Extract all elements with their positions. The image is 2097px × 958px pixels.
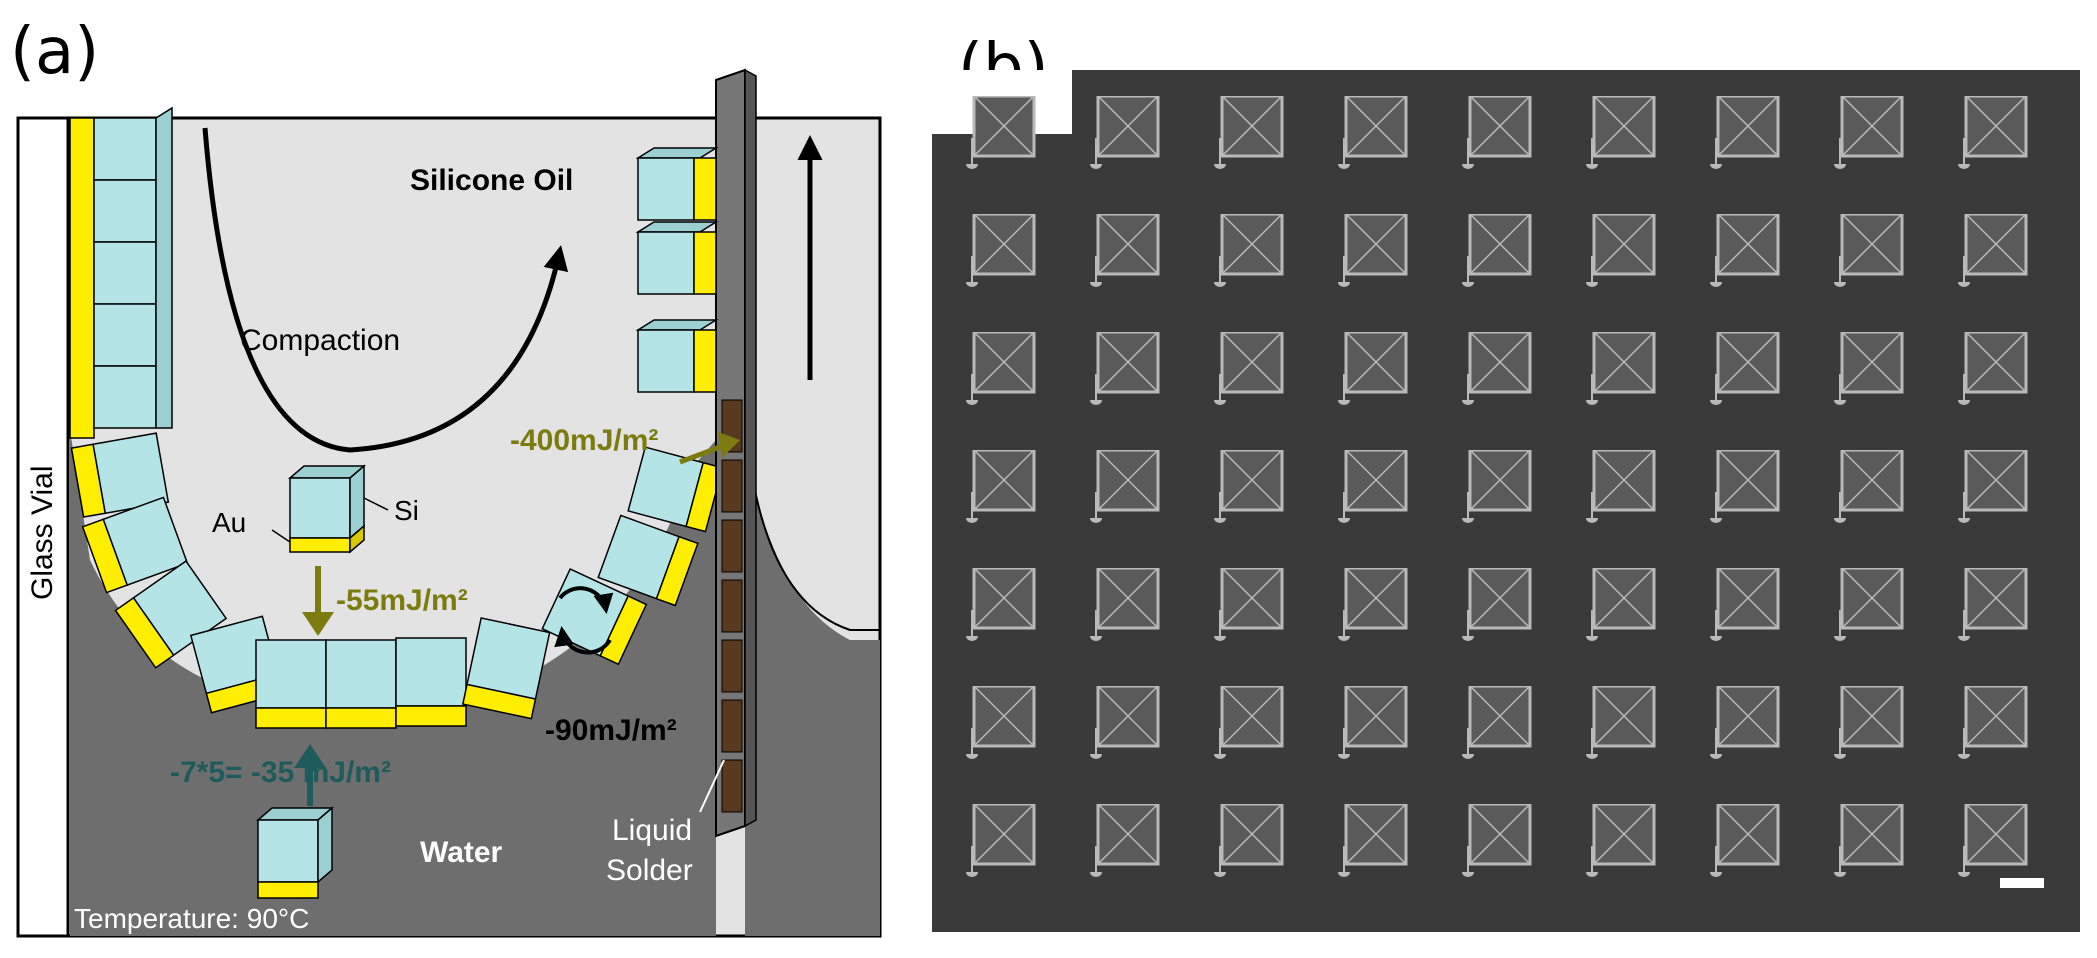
sem-pad xyxy=(1214,214,1284,287)
sem-pad xyxy=(1710,568,1780,641)
sem-pad xyxy=(1338,332,1408,405)
sem-pad xyxy=(1586,686,1656,759)
sem-pad xyxy=(1586,96,1656,169)
solder-plate xyxy=(715,68,757,838)
sem-pad xyxy=(1090,450,1160,523)
sem-pad xyxy=(1214,450,1284,523)
sem-pad xyxy=(1586,450,1656,523)
energy-55-label: -55mJ/m² xyxy=(336,584,468,617)
energy-400-label: -400mJ/m² xyxy=(510,424,658,457)
si-pointer xyxy=(363,497,389,511)
sem-pad xyxy=(1710,214,1780,287)
sem-pad xyxy=(1958,450,2028,523)
glass-vial-label: Glass Vial xyxy=(26,465,59,600)
sem-pad xyxy=(1834,450,1904,523)
sem-pad xyxy=(1834,568,1904,641)
arrow-400 xyxy=(679,441,729,465)
sem-pad xyxy=(1090,804,1160,877)
sem-pad xyxy=(966,450,1036,523)
glass-vial-wall xyxy=(16,116,70,938)
sem-pad xyxy=(966,332,1036,405)
sem-pad xyxy=(966,686,1036,759)
sem-pad xyxy=(1214,96,1284,169)
sem-pad xyxy=(1090,568,1160,641)
sem-pad xyxy=(1462,686,1532,759)
sem-pad xyxy=(1586,804,1656,877)
si-label: Si xyxy=(394,495,419,526)
sem-pad xyxy=(1958,804,2028,877)
rotation-arrow-top xyxy=(558,586,614,614)
sem-pad xyxy=(1958,568,2028,641)
sem-pad xyxy=(1834,686,1904,759)
rotation-arrow-bottom xyxy=(554,626,612,655)
sem-pad xyxy=(1338,214,1408,287)
energy-90-label: -90mJ/m² xyxy=(545,714,677,747)
sem-pad xyxy=(966,214,1036,287)
floating-cube xyxy=(287,464,367,554)
silicone-oil-label: Silicone Oil xyxy=(410,164,573,197)
sem-pad xyxy=(1586,568,1656,641)
sem-pad xyxy=(966,804,1036,877)
sem-pad xyxy=(1958,96,2028,169)
sem-pad xyxy=(1462,96,1532,169)
compaction-label: Compaction xyxy=(240,324,400,357)
sem-pad xyxy=(1958,686,2028,759)
energy-35-label: -7*5= -35 mJ/m² xyxy=(170,756,391,789)
water-label: Water xyxy=(420,836,503,869)
sem-pad xyxy=(1958,332,2028,405)
solder-pointer xyxy=(699,759,725,813)
cubes-on-plate xyxy=(635,147,719,393)
liquid-solder-label-line1: Liquid xyxy=(612,814,692,847)
panel-a-label: (a) xyxy=(10,15,100,89)
sem-pad xyxy=(1710,332,1780,405)
sem-pad xyxy=(1710,96,1780,169)
sem-pad xyxy=(1090,214,1160,287)
au-label: Au xyxy=(212,507,246,538)
schematic-diagram: Glass Vial xyxy=(16,68,882,938)
sem-pad xyxy=(1834,214,1904,287)
sem-pad xyxy=(1710,804,1780,877)
sem-pad xyxy=(1462,214,1532,287)
sem-pad xyxy=(1462,804,1532,877)
sem-pad xyxy=(1462,332,1532,405)
sem-pad xyxy=(1462,568,1532,641)
sem-pad xyxy=(1338,686,1408,759)
sem-pad xyxy=(1214,804,1284,877)
sem-pad xyxy=(1090,332,1160,405)
sem-pad xyxy=(1338,568,1408,641)
cube-column-left xyxy=(69,106,173,439)
sem-pad xyxy=(1090,686,1160,759)
temperature-label: Temperature: 90°C xyxy=(74,903,309,934)
sem-pad xyxy=(1214,686,1284,759)
sem-pad xyxy=(966,568,1036,641)
sem-pad xyxy=(1214,568,1284,641)
sem-image xyxy=(932,70,2080,932)
sem-pad xyxy=(1710,686,1780,759)
sem-pad xyxy=(966,96,1036,169)
sem-pad xyxy=(1834,804,1904,877)
sem-pad xyxy=(1834,96,1904,169)
sem-pad xyxy=(1834,332,1904,405)
sem-pad xyxy=(1338,450,1408,523)
liquid-solder-label-line2: Solder xyxy=(606,854,693,887)
cube-curve xyxy=(70,432,724,729)
sem-pad xyxy=(1958,214,2028,287)
bottom-cube xyxy=(255,806,335,899)
sem-pad xyxy=(1586,332,1656,405)
sem-pad xyxy=(1214,332,1284,405)
sem-pad xyxy=(1710,450,1780,523)
sem-pad xyxy=(1462,450,1532,523)
sem-pad xyxy=(1338,804,1408,877)
water-region xyxy=(70,430,716,936)
scale-bar xyxy=(2000,878,2044,888)
sem-pad xyxy=(1090,96,1160,169)
au-pointer xyxy=(271,529,291,543)
compaction-arrow xyxy=(202,127,569,453)
sem-pad xyxy=(1338,96,1408,169)
sem-pad xyxy=(1586,214,1656,287)
